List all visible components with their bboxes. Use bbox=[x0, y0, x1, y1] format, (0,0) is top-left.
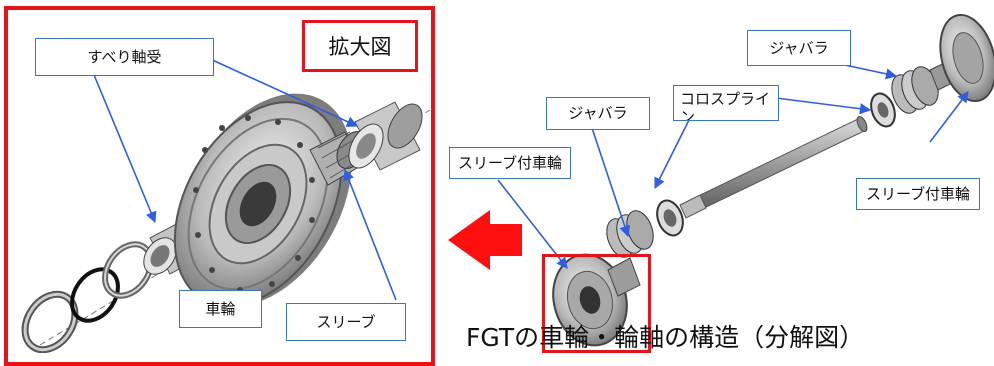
label-sleeved-wheel-left: スリーブ付車輪 bbox=[449, 147, 571, 179]
label-sliding-bearing: すべり軸受 bbox=[35, 38, 214, 76]
upper-sliding-bearing-part bbox=[348, 101, 423, 171]
leader-wheel-right bbox=[929, 91, 969, 143]
lower-bellows-part bbox=[606, 210, 654, 258]
leader-bellows-mid bbox=[591, 127, 631, 238]
figure-caption: FGTの車輪・輪軸の構造（分解図） bbox=[466, 323, 865, 352]
label-sleeved-wheel-right: スリーブ付車輪 bbox=[856, 178, 980, 210]
leader-spline-upper bbox=[775, 97, 872, 115]
upper-wheel-part bbox=[929, 13, 994, 103]
wheel-highlight-frame bbox=[542, 254, 651, 353]
leader-wheel-left bbox=[497, 179, 568, 269]
direction-arrow bbox=[448, 210, 522, 270]
thin-ring-part bbox=[102, 241, 154, 299]
leader-bearing-upper bbox=[207, 57, 359, 127]
upper-spline-part bbox=[870, 92, 896, 128]
lower-spline-part bbox=[656, 199, 684, 237]
o-ring-part bbox=[70, 267, 120, 323]
leader-bellows-top bbox=[839, 63, 898, 80]
outer-ring-part bbox=[21, 290, 79, 353]
enlarged-wheel-part bbox=[173, 93, 368, 307]
leader-lines bbox=[91, 57, 969, 301]
label-wheel: 車輪 bbox=[179, 290, 262, 328]
enlarged-view-title: 拡大図 bbox=[302, 20, 418, 72]
enlarged-parts bbox=[21, 93, 431, 353]
lower-wheel-part bbox=[552, 253, 641, 347]
leader-spline-lower bbox=[654, 117, 691, 190]
label-sleeve: スリーブ bbox=[286, 303, 406, 341]
label-corrosion-spline: コロスプライン bbox=[673, 85, 779, 121]
label-bellows-top: ジャバラ bbox=[747, 30, 851, 66]
upper-bellows-part bbox=[891, 66, 939, 114]
label-bellows-mid: ジャバラ bbox=[546, 97, 650, 130]
leader-sleeve bbox=[343, 168, 397, 301]
axle-shaft-part bbox=[679, 116, 868, 219]
wheelset-parts bbox=[552, 13, 994, 347]
leader-bearing-lower bbox=[91, 69, 157, 224]
exploded-diagram bbox=[21, 13, 994, 353]
